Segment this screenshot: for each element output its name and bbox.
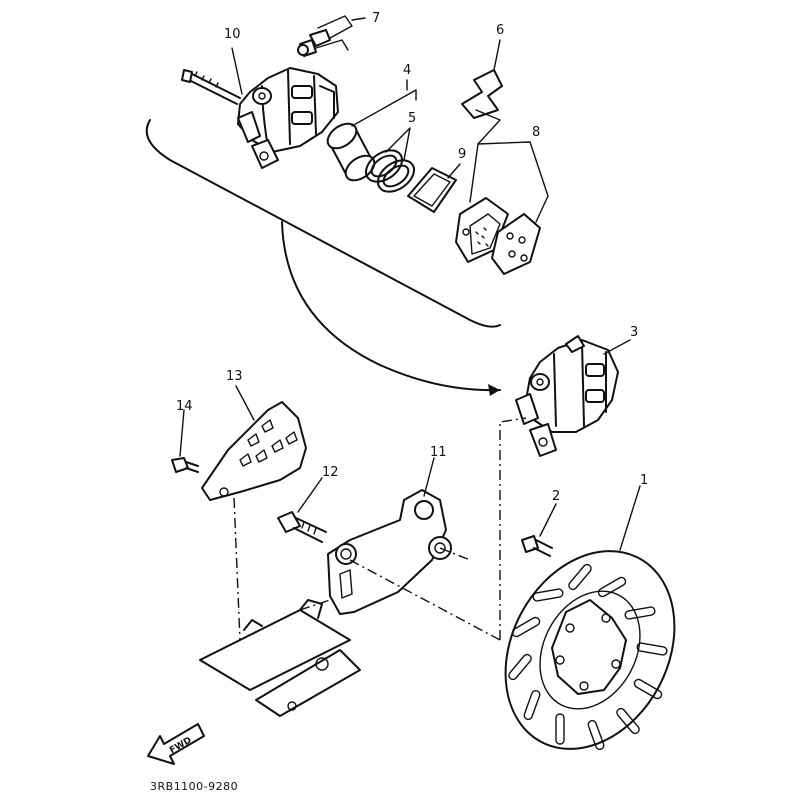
exploded-group-outline <box>145 119 501 328</box>
callout-5: 5 <box>408 111 416 126</box>
brake-pads <box>455 197 541 275</box>
assembly-arrow <box>281 221 501 392</box>
pad-shim <box>407 167 457 213</box>
piston-seals <box>364 149 416 193</box>
bracket-bolt <box>277 477 327 543</box>
bleed-screw <box>297 15 366 57</box>
disc-bolt <box>521 503 557 557</box>
callout-7: 7 <box>372 11 380 26</box>
caliper-body-exploded <box>237 67 339 169</box>
alignment-lines <box>233 417 527 641</box>
callout-2: 2 <box>552 489 560 504</box>
callout-6: 6 <box>496 23 504 38</box>
callout-11: 11 <box>430 445 447 460</box>
callout-14: 14 <box>176 399 193 414</box>
caliper-bracket <box>327 457 452 615</box>
pad-spring <box>461 69 503 119</box>
piston <box>326 122 376 182</box>
caliper-assembly <box>515 335 619 457</box>
callout-13: 13 <box>226 369 243 384</box>
guard-bolt <box>171 409 199 473</box>
forward-arrow-icon: FWD <box>147 723 205 765</box>
caliper-guard <box>201 401 307 501</box>
callout-12: 12 <box>322 465 339 480</box>
callout-4: 4 <box>403 63 411 78</box>
callout-10: 10 <box>224 27 241 42</box>
swing-arm <box>199 599 361 717</box>
callout-8: 8 <box>532 125 540 140</box>
callout-9: 9 <box>458 147 466 162</box>
brake-disc <box>504 485 676 751</box>
assembly-arrowhead <box>488 384 500 396</box>
diagram-code: 3RB1100-9280 <box>150 780 238 793</box>
pin-bolt <box>181 47 243 105</box>
callouts: 7 10 4 5 6 8 9 3 13 14 11 12 2 1 <box>176 11 648 504</box>
callout-1: 1 <box>640 473 648 488</box>
callout-3: 3 <box>630 325 638 340</box>
